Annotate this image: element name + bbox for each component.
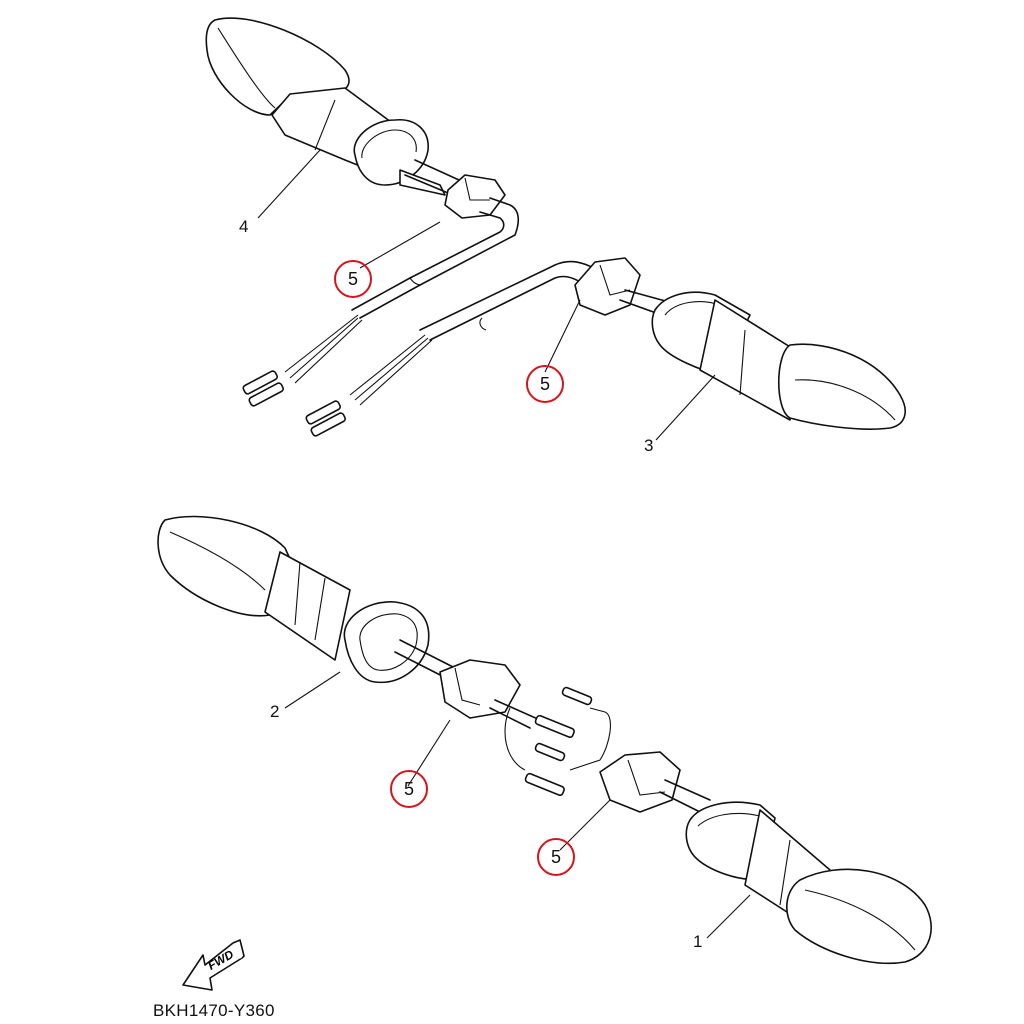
callout-number: 5 bbox=[403, 778, 414, 799]
part-label-1: 1 bbox=[693, 932, 703, 951]
fwd-arrow-icon bbox=[182, 939, 245, 991]
part-label-3: 3 bbox=[644, 436, 654, 455]
callout-part-5-front-right[interactable]: 5 bbox=[537, 838, 575, 876]
lamp-4-assembly bbox=[205, 17, 520, 407]
lamp-2-assembly bbox=[157, 515, 593, 797]
callout-number: 5 bbox=[550, 846, 561, 867]
lamp-3-assembly bbox=[305, 257, 906, 437]
callout-part-5-rear-left[interactable]: 5 bbox=[334, 260, 372, 298]
callout-part-5-rear-right[interactable]: 5 bbox=[526, 365, 564, 403]
part-label-2: 2 bbox=[270, 702, 280, 721]
callout-part-5-front-left[interactable]: 5 bbox=[390, 770, 428, 808]
leader-lines bbox=[257, 149, 751, 939]
callout-number: 5 bbox=[539, 373, 550, 394]
callout-number: 5 bbox=[347, 268, 358, 289]
part-label-4: 4 bbox=[239, 217, 249, 236]
drawing-code: BKH1470-Y360 bbox=[153, 1001, 275, 1020]
lamp-1-assembly bbox=[569, 707, 932, 965]
